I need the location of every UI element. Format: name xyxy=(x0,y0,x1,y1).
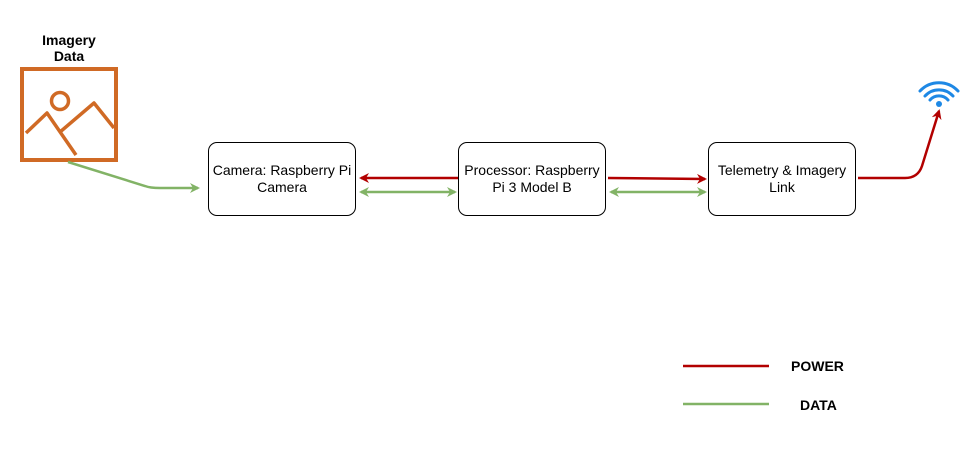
image-label-line-1: Imagery xyxy=(42,32,96,48)
wifi-icon xyxy=(918,81,960,107)
edge-power-link-wifi xyxy=(858,109,942,180)
processor-node: Processor: Raspberry Pi 3 Model B xyxy=(458,142,606,216)
edge-image-to-camera xyxy=(67,160,200,193)
image-label-line-2: Data xyxy=(53,48,85,64)
legend-data-label: DATA xyxy=(800,397,837,413)
image-icon xyxy=(20,67,118,162)
camera-node-label: Camera: Raspberry Pi Camera xyxy=(212,162,352,195)
telemetry-link-node: Telemetry & Imagery Link xyxy=(708,142,856,216)
legend-power-label: POWER xyxy=(791,358,844,374)
image-label: Imagery Data xyxy=(20,32,118,64)
edge-power-processor-link xyxy=(607,173,707,184)
processor-node-label: Processor: Raspberry Pi 3 Model B xyxy=(464,162,600,195)
telemetry-link-node-label: Telemetry & Imagery Link xyxy=(717,162,847,195)
camera-node: Camera: Raspberry Pi Camera xyxy=(208,142,356,216)
